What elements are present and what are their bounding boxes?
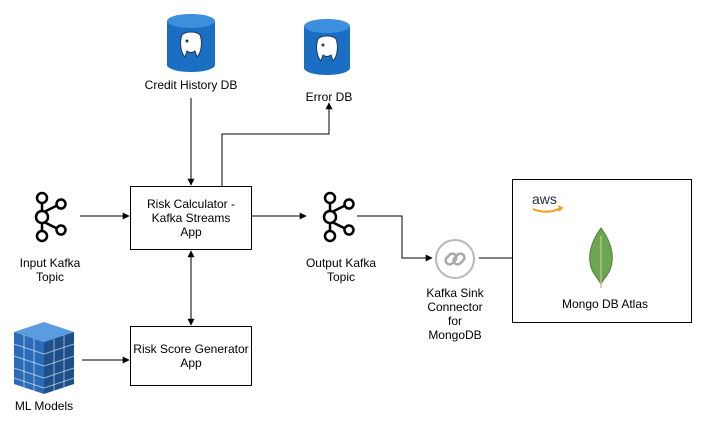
arrow-risk-calc-to-error-db	[221, 102, 333, 186]
input-kafka-icon	[30, 190, 70, 244]
sink-connector-label: Kafka Sink Connector for MongoDB	[426, 286, 484, 342]
risk-score-generator-box[interactable]: Risk Score Generator App	[130, 326, 252, 386]
mongodb-leaf-icon	[585, 226, 617, 290]
ml-models-cube-icon	[6, 320, 82, 396]
error-db-postgresql-icon	[302, 18, 352, 76]
aws-text: aws	[532, 191, 557, 207]
output-kafka-icon	[318, 190, 358, 244]
ml-models-label: ML Models	[14, 399, 74, 413]
credit-db-postgresql-icon	[165, 13, 217, 73]
aws-logo-icon: aws	[530, 190, 566, 216]
input-topic-label: Input Kafka Topic	[19, 256, 81, 284]
output-topic-label: Output Kafka Topic	[305, 256, 377, 284]
error-db-label: Error DB	[305, 90, 353, 104]
arrow-output-to-sink	[357, 215, 433, 262]
credit-db-label: Credit History DB	[144, 78, 238, 92]
mongodb-atlas-label: Mongo DB Atlas	[561, 297, 649, 311]
risk-calculator-app-box[interactable]: Risk Calculator - Kafka Streams App	[130, 186, 252, 250]
sink-connector-icon	[434, 238, 476, 280]
